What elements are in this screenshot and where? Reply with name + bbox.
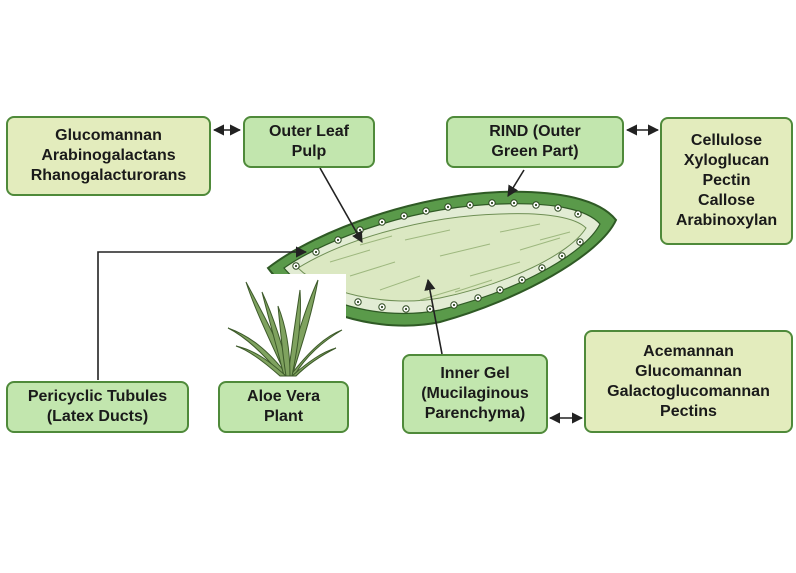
composition-item: Glucomannan — [635, 362, 742, 380]
arrow-rind — [507, 169, 525, 197]
latex-duct-center — [452, 303, 456, 307]
aloe-vera-plant-label: Aloe Vera — [247, 388, 320, 405]
latex-duct-center — [490, 201, 494, 205]
gel-strand — [419, 287, 461, 301]
gel-strand — [379, 275, 421, 291]
latex-duct-center — [336, 238, 340, 242]
gel-strand — [439, 243, 491, 257]
latex-duct-center — [402, 214, 406, 218]
composition-item: Xyloglucan — [683, 152, 770, 169]
latex-duct-center — [476, 296, 480, 300]
outer-pulp-composition-box: Glucomannan Arabinogalactans Rhanogalact… — [6, 116, 211, 196]
pericyclic-tubules-box: Pericyclic Tubules (Latex Ducts) — [6, 381, 189, 433]
inner-gel-box: Inner Gel (Mucilaginous Parenchyma) — [402, 354, 548, 434]
latex-duct-center — [380, 220, 384, 224]
latex-duct-center — [294, 264, 298, 268]
latex-ducts — [292, 199, 584, 313]
pericyclic-tubules-label: (Latex Ducts) — [46, 408, 149, 425]
composition-item: Glucomannan — [55, 127, 162, 144]
aloe-vera-plant-label: Plant — [263, 408, 304, 425]
latex-duct-center — [512, 201, 516, 205]
composition-item: Acemannan — [643, 342, 734, 360]
latex-duct-center — [428, 307, 432, 311]
inner-gel-label: (Mucilaginous — [421, 385, 529, 402]
latex-duct-center — [560, 254, 564, 258]
latex-duct-center — [534, 203, 538, 207]
composition-item: Rhanogalacturorans — [30, 167, 187, 184]
outer-leaf-pulp-box: Outer Leaf Pulp — [243, 116, 375, 168]
composition-item: Pectins — [660, 402, 717, 420]
arrow-outer-pulp — [319, 167, 363, 243]
gel-strand — [454, 279, 493, 293]
composition-item: Galactoglucomannan — [607, 382, 770, 400]
latex-duct-center — [404, 307, 408, 311]
inner-gel-label: Parenchyma) — [424, 405, 526, 422]
latex-duct-center — [578, 240, 582, 244]
gel-strand — [499, 223, 541, 233]
pericyclic-tubules-label: Pericyclic Tubules — [27, 388, 168, 405]
gel-strand — [469, 261, 521, 277]
connector-pericyclic-tubules — [97, 246, 308, 380]
latex-duct-center — [356, 300, 360, 304]
latex-duct-center — [468, 203, 472, 207]
composition-item: Cellulose — [690, 132, 763, 149]
composition-item: Pectin — [702, 172, 751, 189]
latex-duct-center — [424, 209, 428, 213]
aloe-vera-plant-box: Aloe Vera Plant — [218, 381, 349, 433]
latex-duct-center — [314, 250, 318, 254]
gel-strand — [539, 231, 571, 241]
rind-box: RIND (Outer Green Part) — [446, 116, 624, 168]
latex-duct-center — [380, 305, 384, 309]
latex-duct-center — [446, 205, 450, 209]
outer-leaf-pulp-label: Outer Leaf — [268, 123, 349, 140]
latex-duct-center — [520, 278, 524, 282]
inner-gel-composition-box: Acemannan Glucomannan Galactoglucomannan… — [584, 330, 793, 433]
latex-duct-center — [498, 288, 502, 292]
composition-item: Callose — [698, 192, 755, 209]
composition-item: Arabinogalactans — [41, 147, 176, 164]
outer-leaf-pulp-label: Pulp — [291, 143, 327, 160]
latex-duct-center — [540, 266, 544, 270]
latex-duct-center — [576, 212, 580, 216]
aloe-plant-icon — [226, 274, 346, 382]
gel-strand — [404, 229, 451, 241]
gel-strands — [329, 223, 571, 301]
rind-composition-box: Cellulose Xyloglucan Pectin Callose Arab… — [660, 117, 793, 245]
inner-gel-core — [297, 213, 587, 302]
gel-strand — [349, 261, 396, 277]
arrow-inner-gel — [424, 278, 443, 355]
latex-duct-center — [358, 228, 362, 232]
rind-label: RIND (Outer — [489, 123, 581, 140]
leaf-cross-section-icon — [266, 190, 618, 327]
composition-item: Arabinoxylan — [675, 212, 778, 229]
gel-strand — [329, 249, 371, 263]
latex-duct-center — [556, 206, 560, 210]
inner-gel-label: Inner Gel — [440, 365, 510, 382]
gel-strand — [519, 237, 561, 251]
rind-label: Green Part) — [491, 143, 579, 160]
gel-strand — [359, 235, 393, 246]
